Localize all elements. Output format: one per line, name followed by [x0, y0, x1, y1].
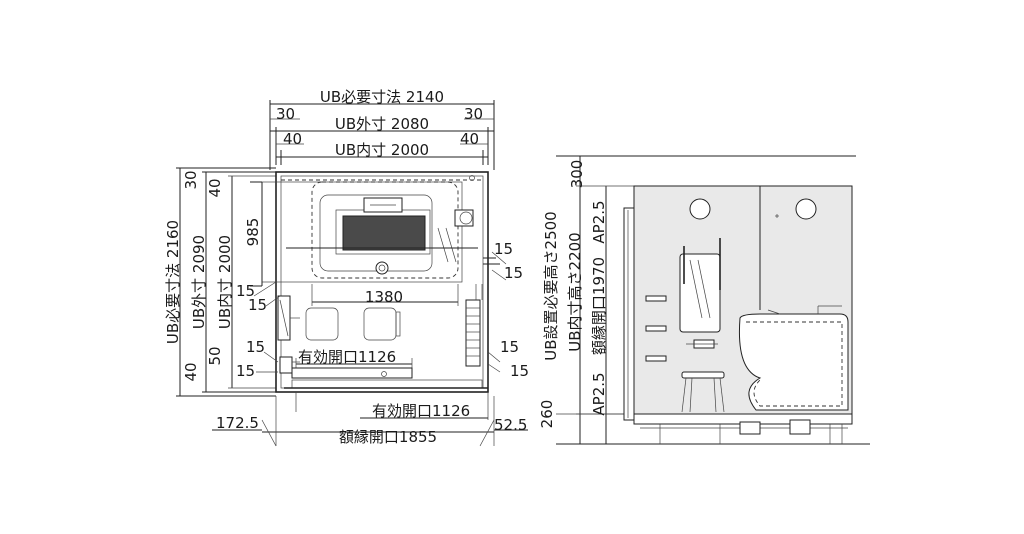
plan-width-outer: UB外寸 2080	[335, 115, 429, 133]
plan-left-15-d: 15	[236, 362, 255, 380]
plan-inner-left: 40	[283, 130, 302, 148]
plan-left-40-bottom: 40	[182, 362, 200, 381]
plan-door-opening-inner: 有効開口1126	[298, 348, 396, 366]
plan-right-15-a: 15	[494, 240, 513, 258]
section-inner-height: UB内寸高さ2200	[566, 232, 584, 351]
plan-depth-inner: UB内寸 2000	[216, 235, 234, 329]
section-ap-bottom: AP2.5	[590, 372, 608, 415]
plan-offset-right: 52.5	[494, 416, 527, 434]
plan-view: UB必要寸法 2140 30 30 UB外寸 2080 40 40 UB内寸 2…	[164, 88, 529, 447]
plan-left-40-top: 40	[206, 178, 224, 197]
plan-tub-width: 1380	[365, 288, 403, 306]
plan-left-15-a: 15	[236, 282, 255, 300]
plan-left-15-c: 15	[246, 338, 265, 356]
plan-width-inner: UB内寸 2000	[335, 141, 429, 159]
plan-door-opening-outer: 有効開口1126	[372, 402, 470, 420]
plan-left-30: 30	[182, 170, 200, 189]
plan-right-15-d: 15	[510, 362, 529, 380]
plan-offset-left: 172.5	[216, 414, 259, 432]
section-ap-top: AP2.5	[590, 200, 608, 243]
plan-depth-required: UB必要寸法 2160	[164, 220, 182, 344]
plan-left-15-b: 15	[248, 296, 267, 314]
plan-margin-top-left: 30	[276, 105, 295, 123]
section-frame-opening: 額縁開口1970	[590, 257, 608, 355]
plan-right-15-b: 15	[504, 264, 523, 282]
plan-tub-depth: 985	[244, 218, 262, 247]
section-floor-height: 260	[538, 400, 556, 429]
section-install-height: UB設置必要高さ2500	[542, 211, 560, 360]
plan-width-required: UB必要寸法 2140	[320, 88, 444, 106]
section-view: UB設置必要高さ2500 UB内寸高さ2200 額縁開口1970 AP2.5 A…	[538, 155, 870, 445]
plan-depth-outer: UB外寸 2090	[190, 235, 208, 329]
plan-right-15-c: 15	[500, 338, 519, 356]
plan-left-50: 50	[206, 346, 224, 365]
plan-inner-right: 40	[460, 130, 479, 148]
plan-frame-opening: 額縁開口1855	[339, 428, 437, 446]
plan-margin-top-right: 30	[464, 105, 483, 123]
section-top-gap: 300	[568, 160, 586, 189]
